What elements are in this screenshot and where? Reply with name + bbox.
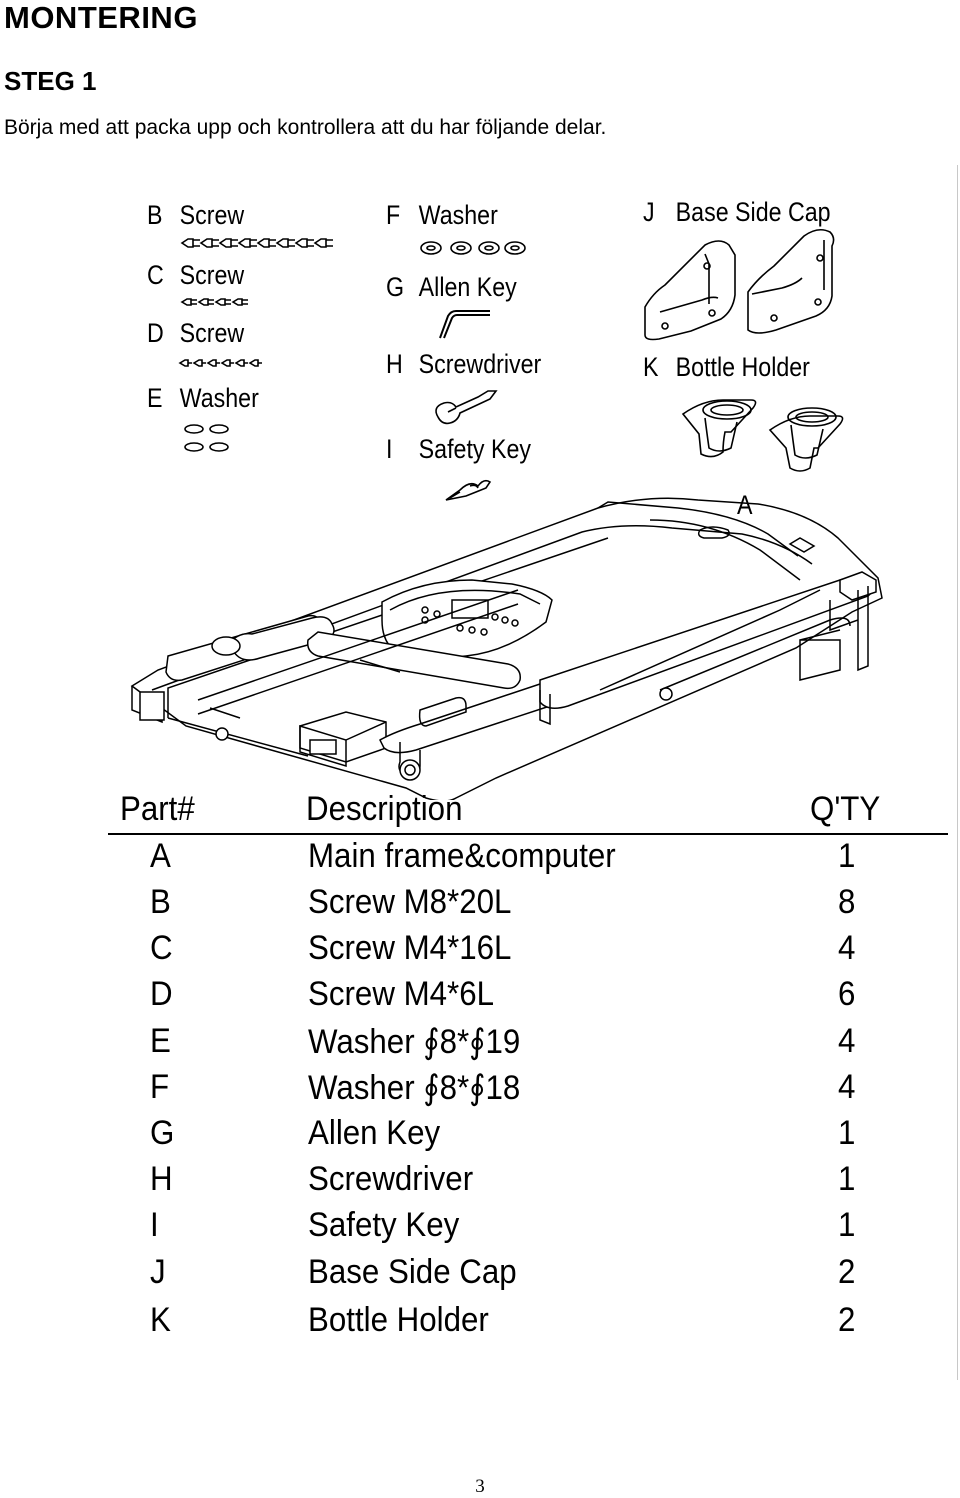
step-heading: STEG 1: [4, 66, 97, 96]
header-part: Part#: [120, 790, 195, 828]
part-qty: 6: [838, 975, 856, 1013]
part-qty: 1: [838, 1206, 856, 1244]
part-letter: F: [150, 1068, 170, 1106]
page-edge-line: [957, 165, 958, 1380]
part-description: Main frame&computer: [308, 837, 616, 875]
part-description: Base Side Cap: [308, 1253, 517, 1291]
base-side-cap-icons: [644, 228, 835, 341]
part-description: Washer ∮8*∮18: [308, 1069, 521, 1107]
safety-key-icon: [445, 479, 492, 501]
intro-text: Börja med att packa upp och kontrollera …: [4, 116, 607, 139]
part-description: Screw M4*16L: [308, 929, 512, 967]
part-description: Washer ∮8*∮19: [308, 1023, 521, 1061]
screw-b-icons: [180, 238, 333, 248]
part-letter: J: [150, 1253, 166, 1291]
page-title: MONTERING: [4, 0, 198, 35]
screw-c-icons: [180, 298, 248, 306]
page-number: 3: [475, 1476, 485, 1497]
part-description: Allen Key: [308, 1114, 441, 1152]
part-qty: 4: [838, 929, 856, 967]
part-label-a: A: [737, 490, 753, 520]
header-qty: Q'TY: [810, 790, 881, 828]
part-letter: I: [150, 1206, 159, 1244]
part-qty: 2: [838, 1301, 856, 1339]
table-row: G Allen Key 1: [0, 1114, 960, 1160]
part-letter: K: [150, 1301, 171, 1339]
part-qty: 8: [838, 883, 856, 921]
table-row: A Main frame&computer 1: [0, 837, 960, 883]
part-letter: D: [150, 975, 173, 1013]
part-letter: E: [150, 1022, 171, 1060]
part-description: Screw M4*6L: [308, 975, 495, 1013]
washer-e-icons: [184, 424, 229, 452]
parts-illustration: [130, 228, 883, 800]
part-qty: 2: [838, 1253, 856, 1291]
screw-d-icons: [178, 359, 262, 367]
part-qty: 4: [838, 1068, 856, 1106]
table-row: E Washer ∮8*∮19 4: [0, 1022, 960, 1068]
part-letter: G: [150, 1114, 175, 1152]
part-qty: 1: [838, 837, 856, 875]
part-letter: A: [150, 837, 171, 875]
table-row: J Base Side Cap 2: [0, 1253, 960, 1299]
screwdriver-icon: [435, 390, 498, 425]
allen-key-icon: [439, 310, 490, 339]
table-row: I Safety Key 1: [0, 1206, 960, 1252]
table-row: F Washer ∮8*∮18 4: [0, 1068, 960, 1114]
washer-f-icons: [420, 241, 526, 255]
table-row: B Screw M8*20L 8: [0, 883, 960, 929]
treadmill-frame-drawing: [130, 497, 883, 800]
part-qty: 4: [838, 1022, 856, 1060]
table-row: K Bottle Holder 2: [0, 1301, 960, 1347]
part-qty: 1: [838, 1160, 856, 1198]
header-rule: [108, 833, 948, 835]
table-row: C Screw M4*16L 4: [0, 929, 960, 975]
header-description: Description: [306, 790, 463, 828]
bottle-holder-icons: [681, 399, 844, 472]
part-qty: 1: [838, 1114, 856, 1152]
part-description: Screwdriver: [308, 1160, 474, 1198]
part-letter: B: [150, 883, 171, 921]
part-description: Bottle Holder: [308, 1301, 489, 1339]
part-description: Screw M8*20L: [308, 883, 512, 921]
table-row: D Screw M4*6L 6: [0, 975, 960, 1021]
part-letter: H: [150, 1160, 173, 1198]
part-description: Safety Key: [308, 1206, 460, 1244]
table-row: H Screwdriver 1: [0, 1160, 960, 1206]
part-letter: C: [150, 929, 173, 967]
